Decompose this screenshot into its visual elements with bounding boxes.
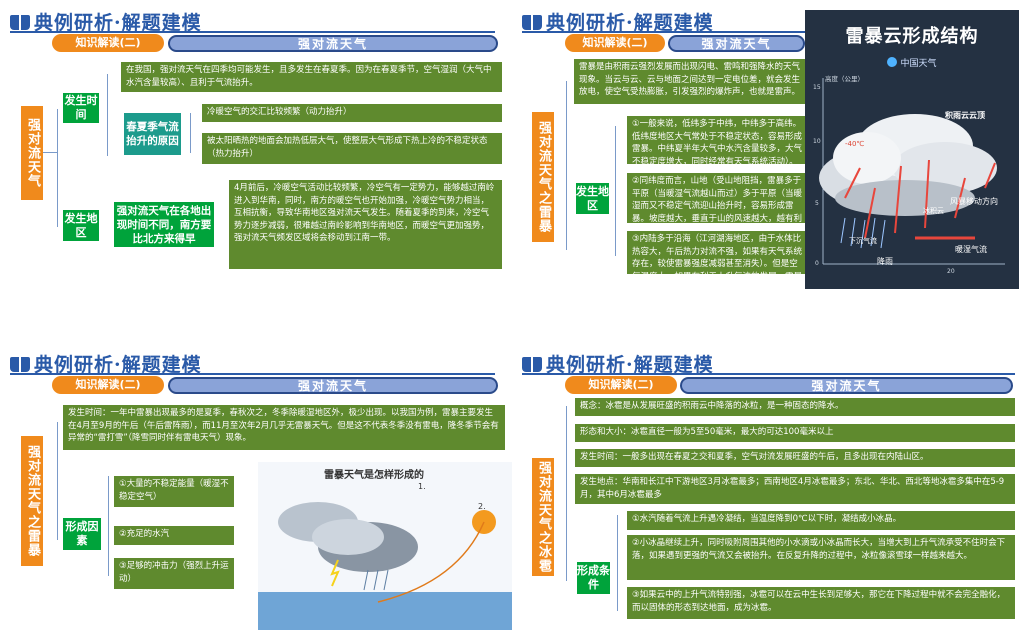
connector <box>43 152 57 153</box>
panel2-intro: 雷暴是由积雨云强烈发展而出现闪电、雷鸣和强降水的天气现象。当云与云、云与地面之间… <box>574 59 806 104</box>
panel4-s2: ②小冰晶继续上升，同时吸附周围其他的小水滴或小冰晶而长大，当增大到上升气流承受不… <box>627 535 1015 580</box>
panel3-intro: 发生时间：一年中雷暴出现最多的是夏季，春秋次之，冬季除暖湿地区外，极少出现。以我… <box>63 405 505 450</box>
panel1-tab: 知识解读(二) <box>52 34 164 52</box>
connector <box>615 126 616 256</box>
image-label-ice: 冰积云 <box>923 207 944 215</box>
panel4-header: 典例研析·解题建模 <box>522 350 714 377</box>
panel1-vtitle: 强对流天气 <box>21 106 43 200</box>
panel2-i3: ③内陆多于沿海（江河湖海地区，由于水体比热容大，午后热力对流不强，如果有天气系统… <box>627 231 807 274</box>
image-tick: 0 <box>815 260 819 267</box>
header-rule <box>10 31 495 33</box>
thunderstorm-formation-illustration: 雷暴天气是怎样形成的 2. 1. <box>258 462 512 630</box>
image-tick: 20 <box>947 268 955 275</box>
panel2-vtitle: 强对流天气之雷暴 <box>532 112 554 242</box>
panel4-cat: 形成条件 <box>577 562 610 594</box>
connector <box>566 81 567 250</box>
panel3-bar: 强对流天气 <box>168 377 498 394</box>
image-tick: 15 <box>813 84 821 91</box>
panel2-bar: 强对流天气 <box>668 35 805 52</box>
book-icon <box>10 15 30 30</box>
panel1-cat-time: 发生时间 <box>63 93 99 123</box>
panel1-header: 典例研析·解题建模 <box>10 8 202 35</box>
panel2-cat: 发生地区 <box>576 183 609 214</box>
panel4-tab: 知识解读(二) <box>565 376 677 394</box>
connector <box>617 515 618 611</box>
panel3-header: 典例研析·解题建模 <box>10 350 202 377</box>
image-axis-unit: 高度（公里） <box>825 75 864 83</box>
connector <box>57 109 58 227</box>
header-rule <box>522 373 1015 375</box>
header-rule <box>522 31 805 33</box>
panel2-i2: ②同纬度而言，山地（受山地阻挡，雷暴多于平原（当暖湿气流越山而过）多于平原（当暖… <box>627 173 807 223</box>
book-icon <box>10 357 30 372</box>
panel4-bar: 强对流天气 <box>680 377 1013 394</box>
panel4-c1: 概念：冰雹是从发展旺盛的积雨云中降落的冰粒，是一种固态的降水。 <box>575 398 1015 416</box>
panel2-header: 典例研析·解题建模 <box>522 8 714 35</box>
illustration-step: 2. <box>478 502 486 511</box>
book-icon <box>522 357 542 372</box>
illustration-step: 1. <box>418 482 426 491</box>
panel3-cat: 形成因素 <box>63 518 101 550</box>
book-icon <box>522 15 542 30</box>
illustration-title: 雷暴天气是怎样形成的 <box>324 470 424 481</box>
image-tick: 5 <box>815 200 819 207</box>
panel1-sub2: 强对流天气在各地出现时间不同，南方要比北方来得早 <box>114 202 214 247</box>
connector <box>190 113 191 153</box>
panel3-f2: ②充足的水汽 <box>114 526 234 545</box>
panel4-c4: 发生地点：华南和长江中下游地区3月冰雹最多；西南地区4月冰雹最多；东北、华北、西… <box>575 474 1015 504</box>
panel4-s1: ①水汽随着气流上升遇冷凝结，当温度降到0℃以下时，凝结成小冰晶。 <box>627 511 1015 530</box>
image-brand: 中国天气 <box>867 56 957 69</box>
image-label-temp: -40℃ <box>845 140 865 148</box>
header-rule <box>10 373 495 375</box>
panel1-r1: 冷暖空气的交汇比较频繁（动力抬升） <box>202 104 502 122</box>
image-label-rain: 降雨 <box>877 257 893 266</box>
panel2-tab: 知识解读(二) <box>565 34 665 52</box>
panel4-s3: ③如果云中的上升气流特别强，冰雹可以在云中生长到足够大，那它在下降过程中就不会完… <box>627 587 1015 619</box>
image-title: 雷暴云形成结构 <box>845 26 979 47</box>
weather-logo-icon <box>887 57 898 67</box>
panel1-sub1: 春夏季气流抬升的原因 <box>124 113 181 155</box>
cloud-diagram <box>819 78 1005 265</box>
thundercloud-structure-image: 雷暴云形成结构 中国天气 高度（公里） 15 10 5 0 积雨云云顶 -40℃… <box>805 10 1019 289</box>
panel4-c2: 形态和大小：冰雹直径一般为5至50毫米，最大的可达100毫米以上 <box>575 424 1015 442</box>
connector <box>107 74 108 156</box>
connector <box>57 422 58 540</box>
panel3-tab: 知识解读(二) <box>52 376 164 394</box>
panel1-text2: 4月前后，冷暖空气活动比较频繁，冷空气有一定势力，能够越过南岭进入到华南，同时，… <box>229 180 502 269</box>
connector <box>108 476 109 576</box>
image-label-wind: 风暴移动方向 <box>950 197 998 206</box>
panel4-vtitle: 强对流天气之冰雹 <box>532 458 554 576</box>
panel4-c3: 发生时间：一般多出现在春夏之交和夏季，空气对流发展旺盛的午后，且多出现在内陆山区… <box>575 449 1015 467</box>
illustration-drawing <box>258 502 512 630</box>
panel2-i1: ①一般来说，低纬多于中纬，中纬多于高纬。低纬度地区大气常处于不稳定状态，容易形成… <box>627 116 807 164</box>
panel3-vtitle: 强对流天气之雷暴 <box>21 436 43 566</box>
image-label-warm: 暖湿气流 <box>955 245 987 254</box>
image-label-top: 积雨云云顶 <box>945 111 985 120</box>
connector <box>566 406 567 581</box>
panel3-f1: ①大量的不稳定能量（暖湿不稳定空气） <box>114 476 234 507</box>
panel1-text1: 在我国，强对流天气在四季均可能发生，且多发生在春夏季。因为在春夏季节，空气湿润（… <box>121 62 502 92</box>
panel1-r2: 被太阳晒热的地面会加热低层大气，使整层大气形成下热上冷的不稳定状态（热力抬升） <box>202 133 502 164</box>
panel3-f3: ③足够的冲击力（强烈上升运动） <box>114 558 234 589</box>
image-label-down: 下沉气流 <box>849 237 877 245</box>
panel1-bar: 强对流天气 <box>168 35 498 52</box>
panel1-cat-region: 发生地区 <box>63 210 99 241</box>
image-tick: 10 <box>813 138 821 145</box>
